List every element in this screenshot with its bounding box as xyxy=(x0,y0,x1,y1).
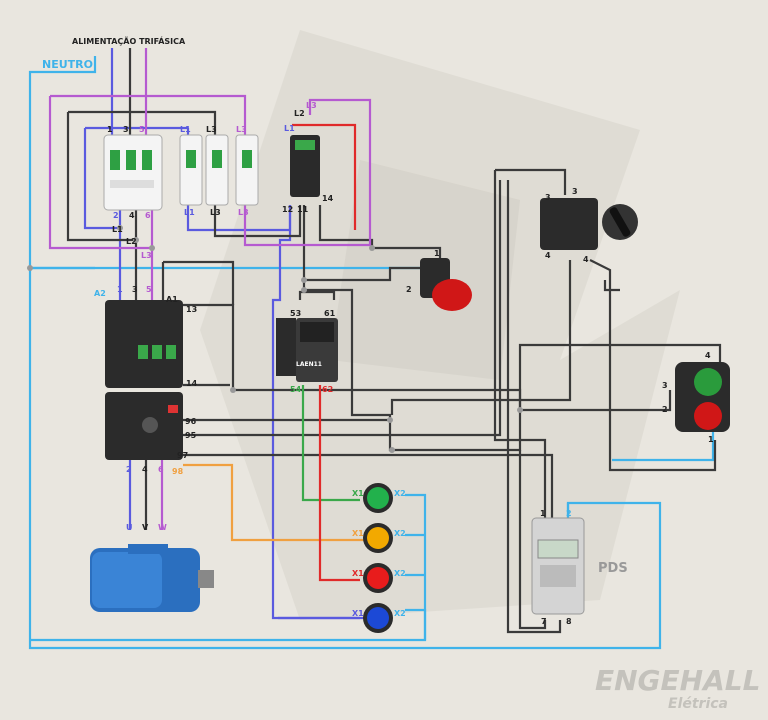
selector-t4b: 4 xyxy=(583,255,589,264)
breaker1-bot-3: L3 xyxy=(238,208,249,217)
contactor-t3: 3 xyxy=(132,285,138,294)
overload-96: 96 xyxy=(185,417,197,426)
motor: U V W xyxy=(90,523,214,612)
lamp-x1: X1 xyxy=(352,529,364,538)
breaker3-t2: 2 xyxy=(113,211,119,220)
push-t4: 4 xyxy=(705,351,711,360)
lamp-light xyxy=(367,607,389,629)
contactor-t5: 5 xyxy=(146,285,152,294)
breaker3-l2: L2 xyxy=(126,237,137,246)
brand-sub: Elétrica xyxy=(668,696,728,712)
breaker3-t3: 3 xyxy=(123,125,129,134)
contactor[interactable]: 1 3 5 A1 A2 13 14 xyxy=(94,285,198,388)
lamp-light xyxy=(367,567,389,589)
breaker1-top-2: L3 xyxy=(206,125,217,134)
contactor-t1: 1 xyxy=(117,285,123,294)
lamp-x2: X2 xyxy=(394,569,406,578)
aux-contact-block[interactable]: LAEN11 53 61 54 62 xyxy=(276,309,338,394)
overload-t2: 2 xyxy=(126,465,132,474)
emergency-t1: 1 xyxy=(434,249,440,258)
aux-61: 61 xyxy=(324,309,336,318)
breaker1-bot-2: L3 xyxy=(210,208,221,217)
contactor-14: 14 xyxy=(186,379,198,388)
single-breakers[interactable]: L1 L3 L3 L1 L3 L3 xyxy=(179,125,259,217)
timer-t7: 7 xyxy=(541,617,547,626)
contactor-a1: A1 xyxy=(166,295,178,304)
motor-v: V xyxy=(142,523,149,532)
breaker3-l1: L1 xyxy=(112,225,123,234)
lamp-light xyxy=(367,487,389,509)
double-pushbutton[interactable]: 4 3 2 1 xyxy=(662,351,730,444)
push-t3: 3 xyxy=(662,381,668,390)
breaker1-bot-1: L1 xyxy=(184,208,195,217)
overload-relay[interactable]: 96 95 97 98 2 4 6 xyxy=(105,392,197,476)
emergency-button[interactable]: 1 2 xyxy=(406,249,472,311)
brand-name: ENGEHALL xyxy=(595,664,760,697)
push-t1: 1 xyxy=(708,435,714,444)
breaker3-l3: L3 xyxy=(141,251,152,260)
push-t2: 2 xyxy=(662,405,668,414)
timer-t2: 2 xyxy=(566,509,572,518)
breaker3-t6: 6 xyxy=(145,211,151,220)
motor-w: W xyxy=(158,523,167,532)
selector-switch[interactable]: 3 3 4 4 xyxy=(540,187,638,264)
aux-62: 62 xyxy=(322,385,333,394)
breaker3-t5: 5 xyxy=(139,125,145,134)
lamp-x2: X2 xyxy=(394,609,406,618)
breaker3-t1: 1 xyxy=(107,125,113,134)
lamp-x2: X2 xyxy=(394,489,406,498)
lamp-x1: X1 xyxy=(352,569,364,578)
contactor-13: 13 xyxy=(186,305,197,314)
breaker1-top-1: L1 xyxy=(180,125,191,134)
selector-t4a: 4 xyxy=(545,251,551,260)
selector-t3a: 3 xyxy=(545,193,551,202)
timer-pds[interactable]: PDS 1 2 7 8 xyxy=(531,509,628,626)
junctions xyxy=(27,225,523,453)
overload-t4: 4 xyxy=(142,465,148,474)
timer-label: PDS xyxy=(598,561,628,576)
lamp-x2: X2 xyxy=(394,529,406,538)
aux-54: 54 xyxy=(290,385,302,394)
breaker3-t4: 4 xyxy=(129,211,135,220)
aux-53: 53 xyxy=(290,309,301,318)
neutral-label: NEUTRO xyxy=(42,58,93,71)
aux-model: LAEN11 xyxy=(296,361,322,368)
wires xyxy=(28,48,722,650)
timer-t8: 8 xyxy=(566,617,572,626)
timer-t1: 1 xyxy=(540,509,546,518)
overload-t6: 6 xyxy=(158,465,164,474)
relay-14: 14 xyxy=(322,194,334,203)
lamp-light xyxy=(367,527,389,549)
overload-97: 97 xyxy=(177,451,188,460)
overload-98: 98 xyxy=(172,467,184,476)
relay-11: 11 xyxy=(297,205,309,214)
three-pole-breaker[interactable]: 1 3 5 2 4 6 L1 L2 L3 xyxy=(103,125,163,260)
selector-t3b: 3 xyxy=(572,187,578,196)
contactor-a2: A2 xyxy=(94,289,106,298)
motor-u: U xyxy=(126,523,133,532)
relay-12: 12 xyxy=(282,205,293,214)
relay-l1: L1 xyxy=(284,124,295,133)
relay-l2: L2 xyxy=(294,109,305,118)
lamp-x1: X1 xyxy=(352,489,364,498)
relay-l3: L3 xyxy=(306,101,317,110)
supply-label: ALIMENTAÇÃO TRIFÁSICA xyxy=(72,35,186,46)
breaker1-top-3: L3 xyxy=(236,125,247,134)
lamp-x1: X1 xyxy=(352,609,364,618)
phase-relay[interactable]: L2 L3 L1 12 11 14 xyxy=(282,101,334,214)
overload-95: 95 xyxy=(185,431,197,440)
emergency-t2: 2 xyxy=(406,285,412,294)
